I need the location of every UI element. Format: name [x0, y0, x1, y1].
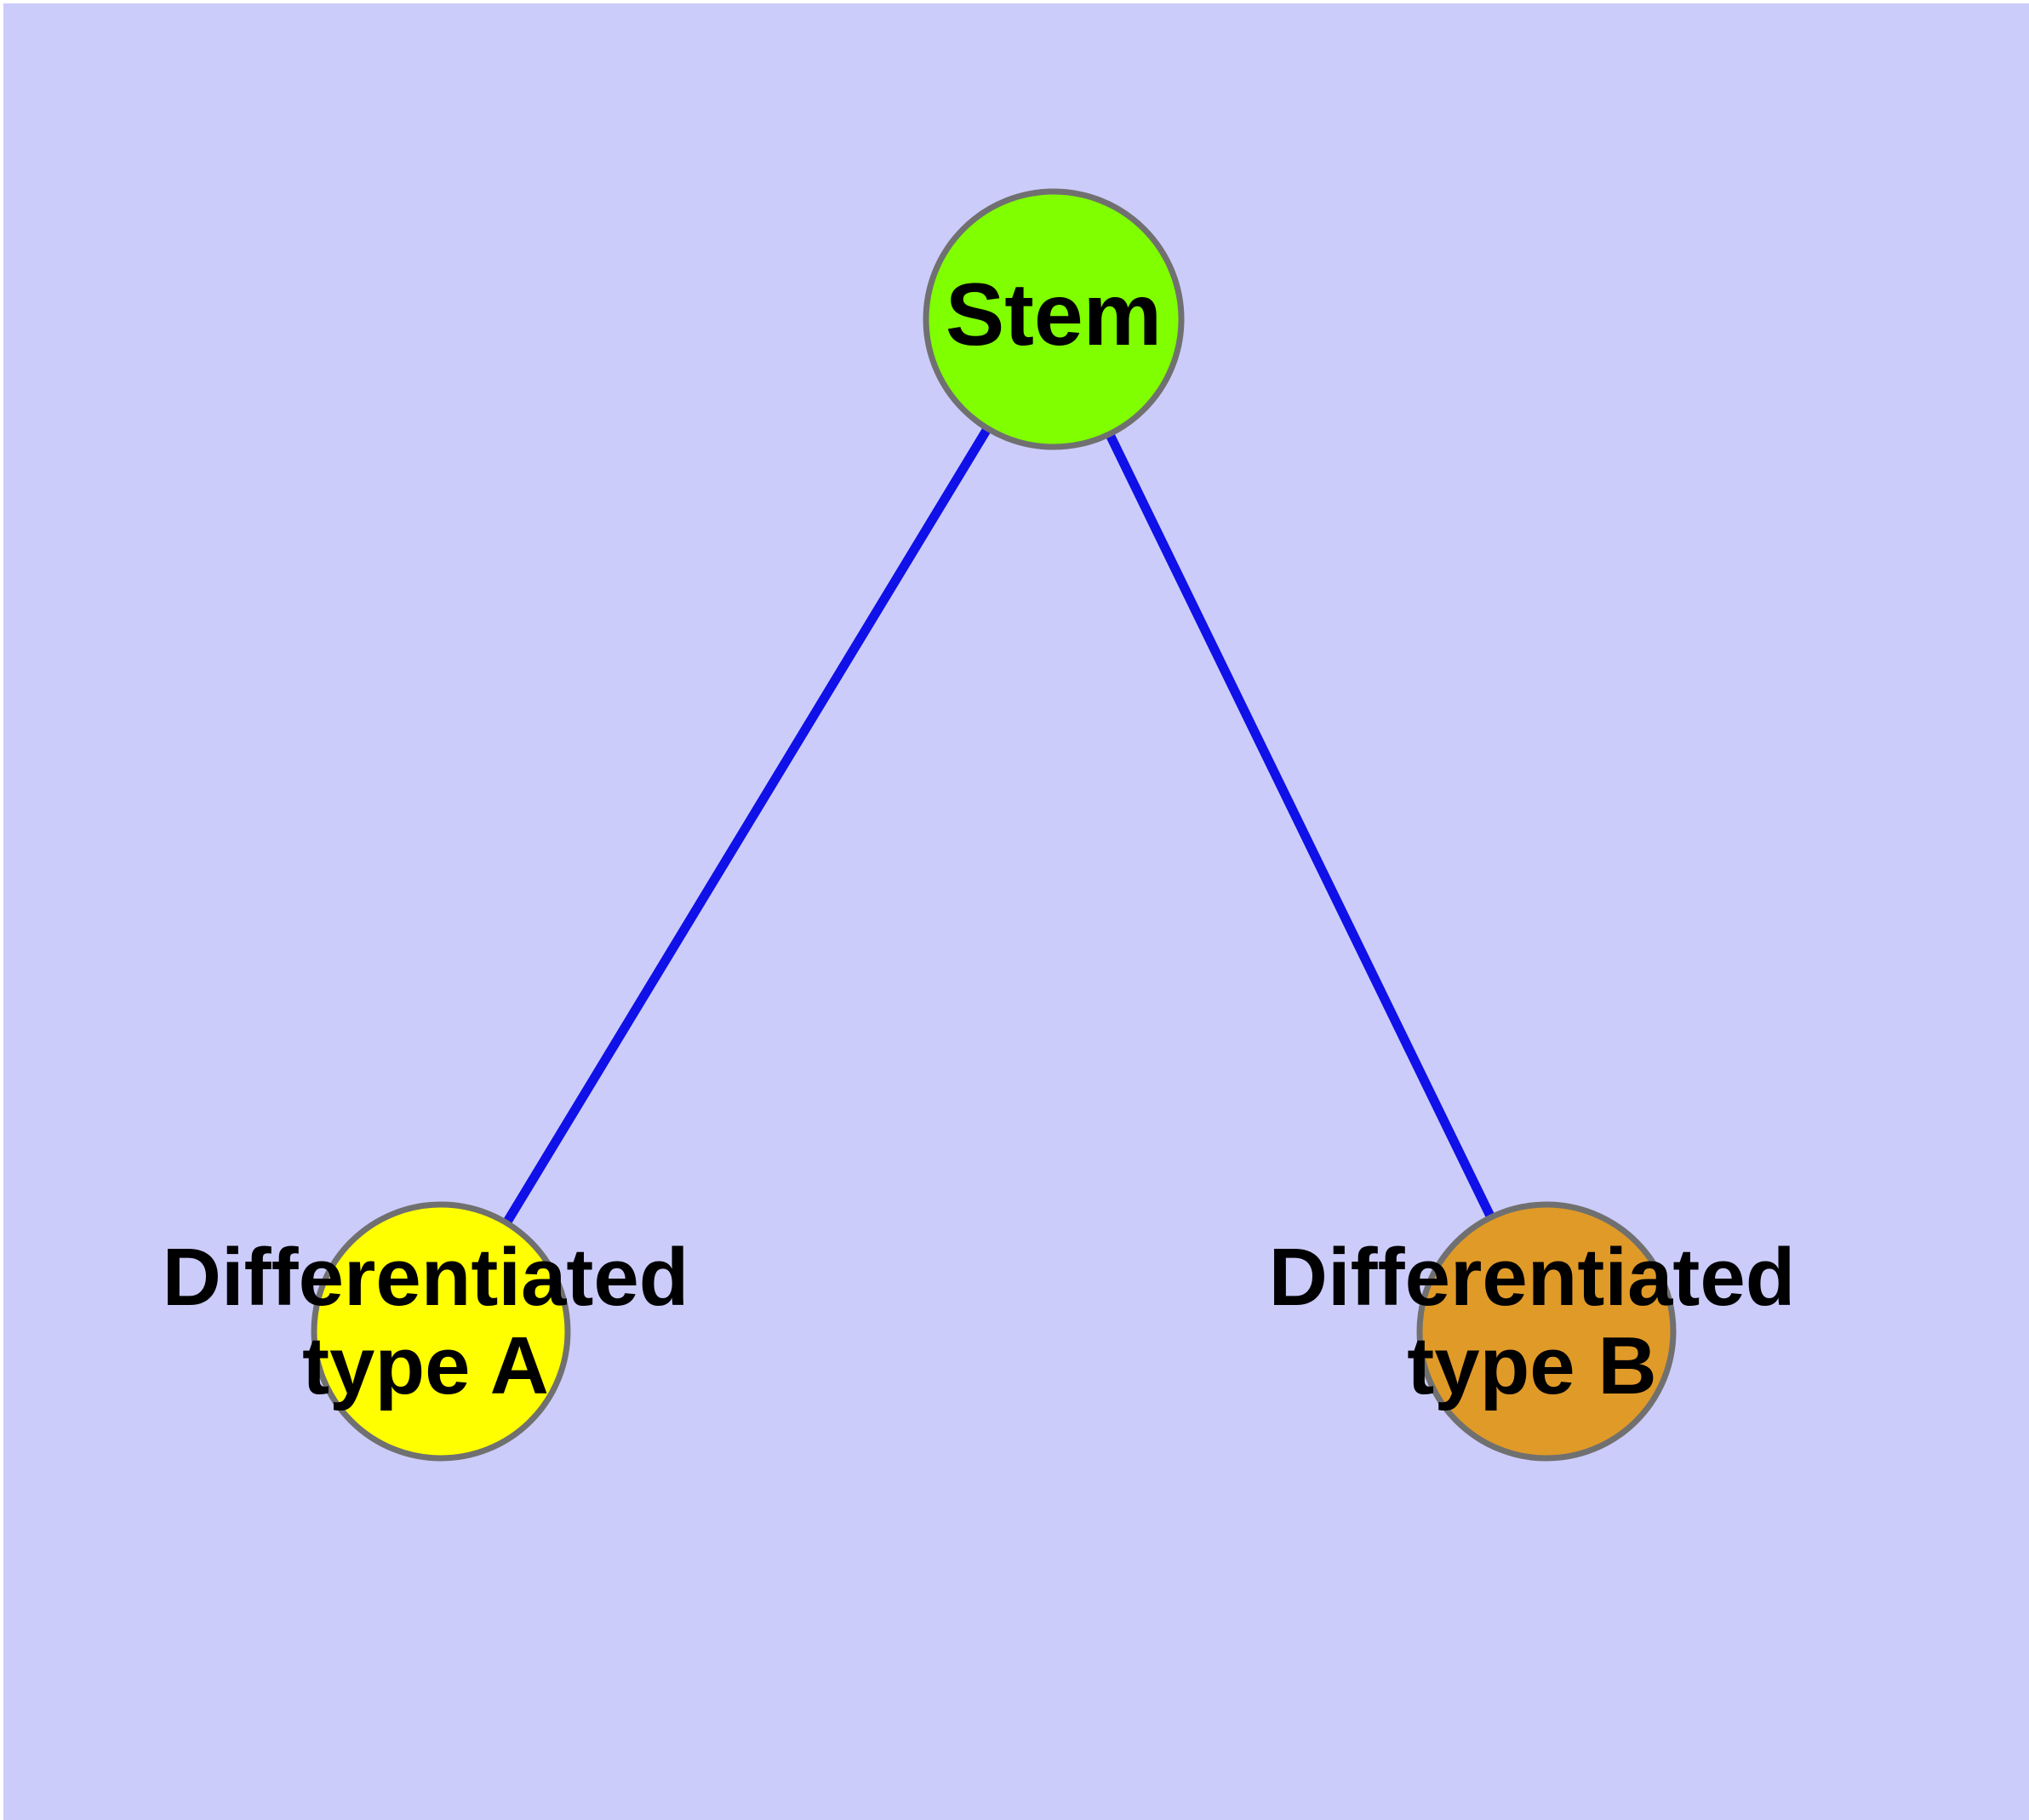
graph-node-label-line: Differentiated: [1269, 1232, 1796, 1323]
graph-node-stem[interactable]: [923, 188, 1185, 450]
graph-edge-stem-to-diff_b[interactable]: [1049, 317, 1551, 1334]
nodes-layer: [311, 188, 1677, 1462]
graph-edge-stem-to-diff_a[interactable]: [437, 317, 1058, 1334]
graph-node-diff_a[interactable]: [311, 1201, 571, 1462]
graph-node-label-line: Stem: [946, 266, 1162, 364]
edges-layer: [437, 317, 1551, 1334]
graph-node-label-line: type A: [302, 1320, 549, 1411]
graph-node-label-line: Differentiated: [163, 1232, 689, 1323]
graph-node-label-line: type B: [1407, 1320, 1656, 1411]
graph-node-diff_b[interactable]: [1416, 1201, 1677, 1462]
graph-node-label-stem: Stem: [946, 266, 1162, 364]
